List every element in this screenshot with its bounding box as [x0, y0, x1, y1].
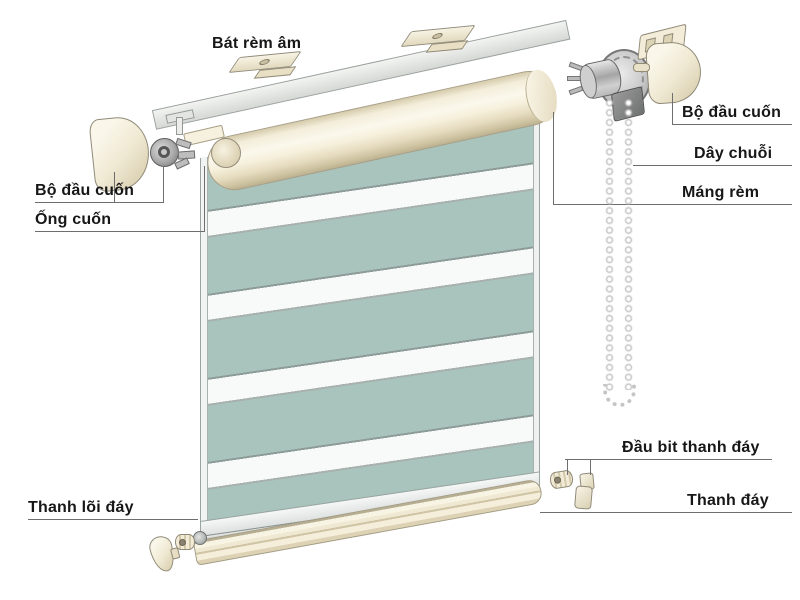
label-head-unit-left: Bộ đầu cuốn	[35, 182, 135, 199]
rail-tab	[176, 117, 183, 135]
bracket-hole	[257, 58, 272, 66]
line-bottom-bar	[540, 512, 792, 513]
ball-chain-strand	[603, 98, 616, 392]
fabric-right-hem	[533, 108, 539, 497]
bracket-hole	[430, 32, 445, 40]
line-core-bar	[28, 519, 198, 520]
right-end-cap	[644, 40, 704, 105]
left-end-cap	[88, 114, 153, 193]
line-bottom-cap	[565, 459, 772, 460]
line-roller-tube	[35, 231, 205, 232]
line-left-head	[35, 202, 164, 203]
label-mounting-bracket: Bát rèm âm	[212, 35, 302, 52]
line-roller-tube-riser	[204, 166, 205, 231]
spool-center-hole	[158, 146, 170, 158]
core-bar-end	[193, 531, 207, 545]
line-bottom-cap-drop1	[567, 459, 568, 475]
line-right-head	[672, 124, 792, 125]
label-chain: Dây chuỗi	[694, 145, 773, 162]
line-cassette-riser	[553, 112, 554, 204]
shaft-end-face	[576, 63, 600, 100]
end-cap-lower	[574, 485, 593, 510]
ball-chain-loop	[603, 384, 636, 407]
label-core-bar: Thanh lõi đáy	[28, 499, 134, 516]
bottom-right-end-cap	[574, 472, 599, 510]
label-bottom-bar: Thanh đáy	[687, 492, 769, 509]
label-cassette: Máng rèm	[682, 184, 760, 201]
label-bottom-bar-cap: Đầu bit thanh đáy	[622, 439, 760, 456]
cassette-end-face	[520, 66, 562, 125]
line-right-head-riser	[672, 93, 673, 124]
bottom-left-end-cap	[146, 533, 181, 575]
label-roller-tube: Ống cuốn	[35, 211, 112, 228]
right-cap-pin	[633, 63, 650, 72]
insert-hole	[179, 539, 186, 546]
bottom-right-insert	[548, 469, 575, 490]
line-bottom-cap-drop2	[590, 459, 591, 475]
left-clutch-spool	[150, 138, 179, 167]
line-left-head-spool	[163, 167, 164, 202]
line-chain	[633, 165, 792, 166]
line-left-head-cap	[114, 172, 115, 202]
insert-hole	[553, 476, 562, 485]
bottom-left-insert	[175, 534, 195, 550]
roller-tube-end	[211, 138, 241, 168]
ball-chain-strand	[622, 98, 635, 390]
label-head-unit-right: Bộ đầu cuốn	[682, 104, 782, 121]
line-cassette	[553, 204, 792, 205]
